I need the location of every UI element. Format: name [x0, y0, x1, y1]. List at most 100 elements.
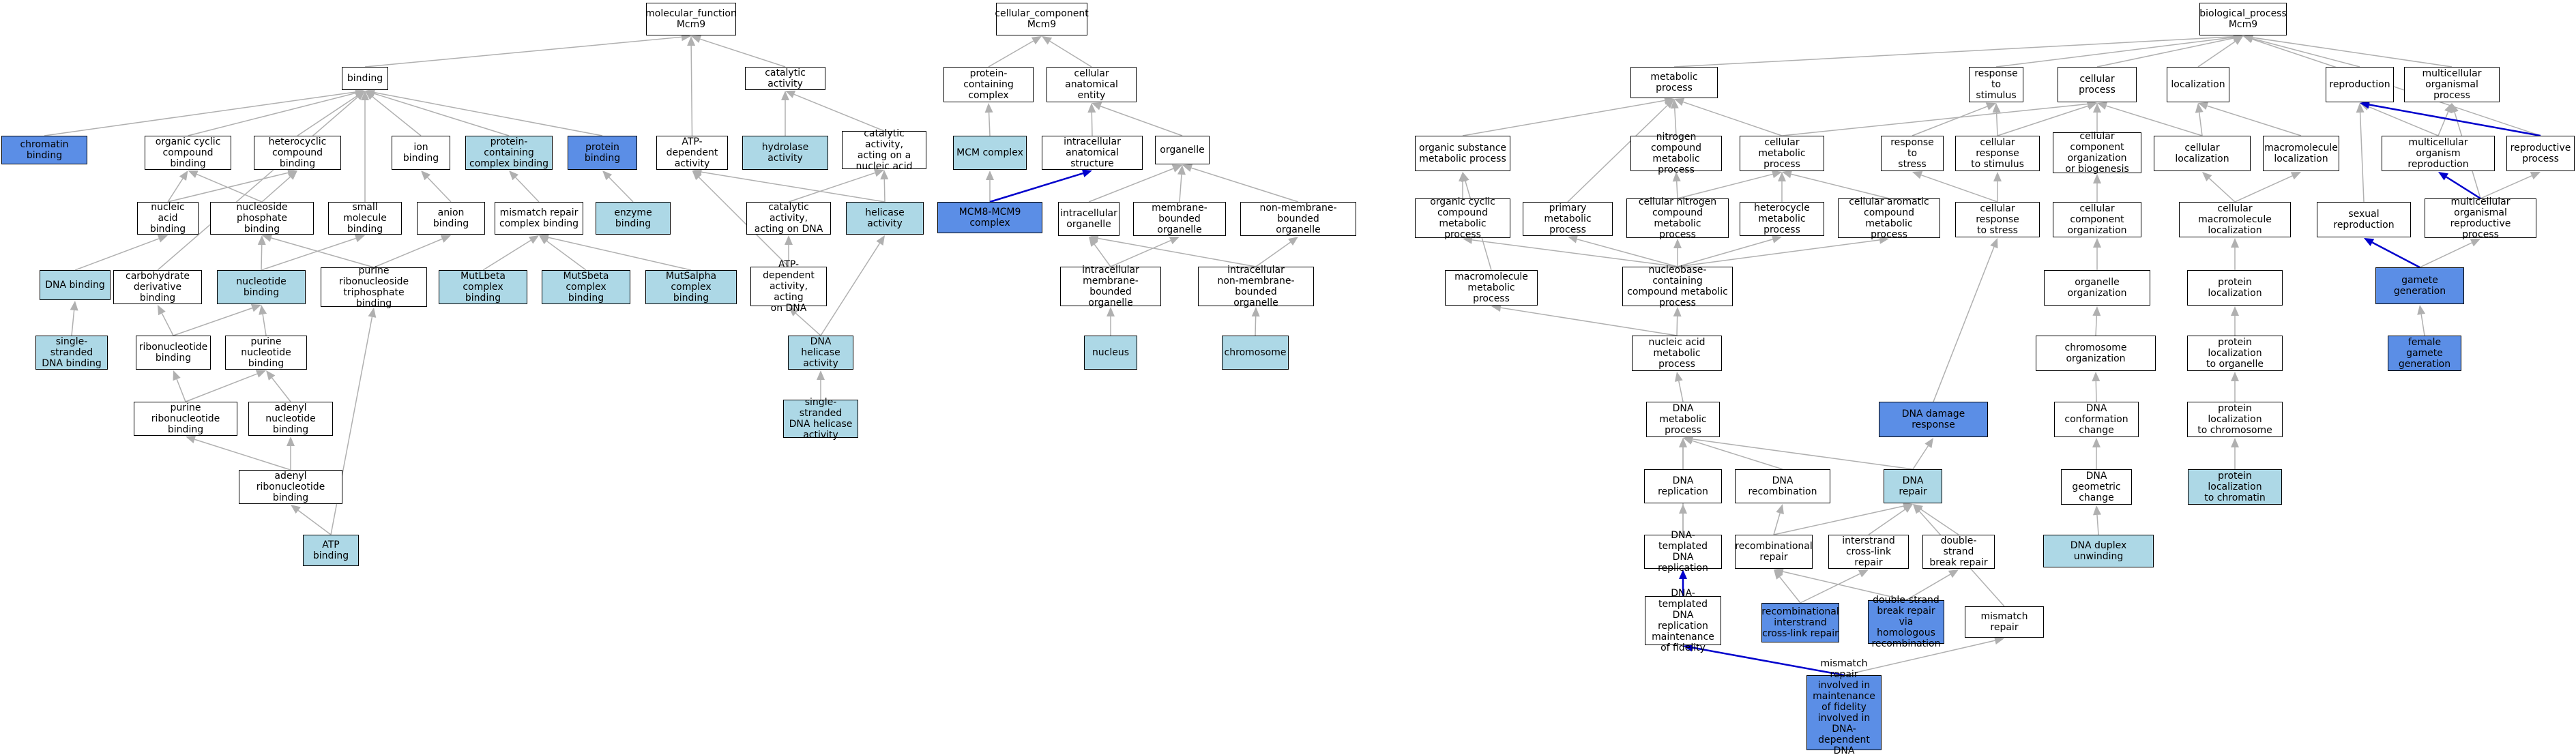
node-cellular-response-to-stress[interactable]: cellular response to stress	[1955, 202, 2040, 237]
node-heterocyclic-compound-binding[interactable]: heterocyclic compound binding	[254, 136, 341, 170]
node-atp-dependent-activity-dna[interactable]: ATP-dependent activity, acting on DNA	[750, 259, 827, 314]
node-catalytic-activity-dna[interactable]: catalytic activity, acting on DNA	[746, 202, 831, 235]
node-nucleic-acid-metabolic-process[interactable]: nucleic acid metabolic process	[1632, 336, 1722, 371]
node-macromolecule-localization[interactable]: macromolecule localization	[2263, 136, 2339, 171]
node-catalytic-activity[interactable]: catalytic activity	[745, 67, 825, 90]
node-dna-helicase-activity[interactable]: DNA helicase activity	[788, 336, 853, 370]
node-single-stranded-dna-binding[interactable]: single-stranded DNA binding	[35, 336, 108, 370]
node-purine-ribonucleotide-binding[interactable]: purine ribonucleotide binding	[134, 402, 237, 436]
node-protein-localization-to-chromatin[interactable]: protein localization to chromatin	[2188, 469, 2282, 505]
node-purine-nucleotide-binding[interactable]: purine nucleotide binding	[225, 336, 307, 370]
node-dsb-repair-homologous-recombination[interactable]: double-strand break repair via homologou…	[1868, 595, 1944, 649]
node-reproduction[interactable]: reproduction	[2326, 67, 2394, 102]
node-mutsalpha-complex-binding[interactable]: MutSalpha complex binding	[645, 270, 737, 304]
node-response-to-stress[interactable]: response to stress	[1881, 136, 1944, 171]
node-nucleic-acid-binding[interactable]: nucleic acid binding	[137, 202, 199, 235]
node-dna-damage-response[interactable]: DNA damage response	[1879, 402, 1988, 437]
node-multicellular-organism-reproduction[interactable]: multicellular organism reproduction	[2382, 136, 2495, 171]
node-molecular-function[interactable]: molecular_function Mcm9	[645, 3, 737, 35]
node-protein-containing-complex-binding[interactable]: protein-containing complex binding	[465, 136, 553, 170]
node-organic-substance-metabolic-process[interactable]: organic substance metabolic process	[1415, 136, 1510, 171]
node-intracellular-anatomical-structure[interactable]: intracellular anatomical structure	[1042, 136, 1143, 170]
node-mismatch-repair[interactable]: mismatch repair	[1965, 606, 2044, 638]
node-dna-conformation-change[interactable]: DNA conformation change	[2054, 402, 2139, 437]
node-helicase-activity[interactable]: helicase activity	[846, 202, 924, 235]
node-ribonucleotide-binding[interactable]: ribonucleotide binding	[136, 336, 211, 370]
node-dna-repair[interactable]: DNA repair	[1884, 469, 1942, 503]
node-atp-binding[interactable]: ATP binding	[303, 535, 359, 566]
node-dna-templated-replication-fidelity[interactable]: DNA-templated DNA replication maintenanc…	[1645, 588, 1721, 653]
node-cellular-component[interactable]: cellular_component Mcm9	[995, 3, 1089, 35]
node-female-gamete-generation[interactable]: female gamete generation	[2388, 336, 2461, 371]
node-anion-binding[interactable]: anion binding	[417, 202, 485, 235]
node-reproductive-process[interactable]: reproductive process	[2506, 136, 2575, 171]
node-localization[interactable]: localization	[2167, 67, 2229, 102]
node-cellular-macromolecule-localization[interactable]: cellular macromolecule localization	[2179, 202, 2291, 237]
node-cellular-nitrogen-compound-metabolic-process[interactable]: cellular nitrogen compound metabolic pro…	[1626, 196, 1729, 240]
node-protein-localization-to-chromosome[interactable]: protein localization to chromosome	[2187, 402, 2283, 437]
node-recombinational-interstrand-cross-link-repair[interactable]: recombinational interstrand cross-link r…	[1761, 603, 1839, 642]
node-recombinational-repair[interactable]: recombinational repair	[1735, 535, 1813, 569]
node-purine-ribonucleoside-triphosphate-binding[interactable]: purine ribonucleoside triphosphate bindi…	[321, 265, 427, 309]
node-organelle[interactable]: organelle	[1155, 136, 1210, 164]
node-cellular-process[interactable]: cellular process	[2058, 67, 2137, 102]
node-organelle-organization[interactable]: organelle organization	[2044, 270, 2150, 306]
node-protein-binding[interactable]: protein binding	[568, 136, 637, 170]
node-primary-metabolic-process[interactable]: primary metabolic process	[1523, 202, 1613, 236]
node-cellular-localization[interactable]: cellular localization	[2154, 136, 2251, 171]
node-organic-cyclic-compound-metabolic-process[interactable]: organic cyclic compound metabolic proces…	[1415, 196, 1510, 240]
node-gamete-generation[interactable]: gamete generation	[2375, 267, 2464, 304]
node-chromosome-organization[interactable]: chromosome organization	[2036, 336, 2156, 371]
node-protein-localization-to-organelle[interactable]: protein localization to organelle	[2187, 336, 2283, 371]
node-response-to-stimulus[interactable]: response to stimulus	[1969, 67, 2023, 102]
node-ion-binding[interactable]: ion binding	[392, 136, 450, 170]
node-cellular-anatomical-entity[interactable]: cellular anatomical entity	[1046, 67, 1137, 102]
node-chromatin-binding[interactable]: chromatin binding	[1, 136, 87, 164]
node-adenyl-nucleotide-binding[interactable]: adenyl nucleotide binding	[248, 402, 333, 436]
node-macromolecule-metabolic-process[interactable]: macromolecule metabolic process	[1445, 270, 1538, 306]
node-enzyme-binding[interactable]: enzyme binding	[596, 202, 671, 235]
node-heterocycle-metabolic-process[interactable]: heterocycle metabolic process	[1740, 202, 1824, 236]
node-non-membrane-bounded-organelle[interactable]: non-membrane-bounded organelle	[1240, 202, 1356, 236]
node-dna-geometric-change[interactable]: DNA geometric change	[2061, 469, 2132, 505]
node-sexual-reproduction[interactable]: sexual reproduction	[2317, 202, 2411, 237]
node-nitrogen-compound-metabolic-process[interactable]: nitrogen compound metabolic process	[1630, 132, 1722, 175]
node-protein-localization[interactable]: protein localization	[2187, 270, 2283, 306]
node-small-molecule-binding[interactable]: small molecule binding	[328, 202, 402, 235]
node-single-stranded-dna-helicase-activity[interactable]: single-stranded DNA helicase activity	[783, 397, 858, 441]
node-cellular-component-organization-or-biogenesis[interactable]: cellular component organization or bioge…	[2053, 131, 2141, 175]
node-dna-templated-dna-replication[interactable]: DNA-templated DNA replication	[1644, 530, 1722, 574]
node-adenyl-ribonucleotide-binding[interactable]: adenyl ribonucleotide binding	[239, 470, 342, 504]
node-multicellular-organismal-reproductive-process[interactable]: multicellular organismal reproductive pr…	[2425, 196, 2536, 240]
node-intracellular-non-membrane-bounded-organelle[interactable]: intracellular non-membrane-bounded organ…	[1198, 265, 1314, 308]
node-double-strand-break-repair[interactable]: double-strand break repair	[1922, 535, 1995, 569]
node-cellular-metabolic-process[interactable]: cellular metabolic process	[1740, 136, 1824, 171]
node-dna-metabolic-process[interactable]: DNA metabolic process	[1646, 402, 1720, 437]
node-mismatch-repair-complex-binding[interactable]: mismatch repair complex binding	[495, 202, 583, 235]
node-hydrolase-activity[interactable]: hydrolase activity	[742, 136, 828, 170]
node-cellular-aromatic-compound-metabolic-process[interactable]: cellular aromatic compound metabolic pro…	[1838, 196, 1940, 240]
node-chromosome[interactable]: chromosome	[1222, 336, 1289, 370]
node-mcm8-mcm9-complex[interactable]: MCM8-MCM9 complex	[937, 202, 1042, 233]
node-carbohydrate-derivative-binding[interactable]: carbohydrate derivative binding	[113, 270, 202, 304]
node-mutlbeta-complex-binding[interactable]: MutLbeta complex binding	[439, 270, 527, 304]
node-cellular-component-organization[interactable]: cellular component organization	[2053, 202, 2141, 237]
node-biological-process[interactable]: biological_process Mcm9	[2199, 3, 2287, 35]
node-mcm-complex[interactable]: MCM complex	[953, 136, 1027, 170]
node-interstrand-cross-link-repair[interactable]: interstrand cross-link repair	[1828, 535, 1909, 569]
node-nucleotide-binding[interactable]: nucleotide binding	[217, 270, 306, 304]
node-dna-duplex-unwinding[interactable]: DNA duplex unwinding	[2043, 535, 2154, 567]
node-catalytic-activity-nucleic-acid[interactable]: catalytic activity, acting on a nucleic …	[842, 128, 926, 172]
node-binding[interactable]: binding	[342, 67, 388, 90]
node-multicellular-organismal-process[interactable]: multicellular organismal process	[2404, 67, 2500, 102]
node-nucleoside-phosphate-binding[interactable]: nucleoside phosphate binding	[210, 202, 314, 235]
node-intracellular-organelle[interactable]: intracellular organelle	[1058, 202, 1119, 236]
node-dna-replication[interactable]: DNA replication	[1644, 469, 1722, 503]
node-dna-recombination[interactable]: DNA recombination	[1735, 469, 1830, 503]
node-mismatch-repair-fidelity-dna-replication[interactable]: mismatch repair involved in maintenance …	[1806, 658, 1882, 755]
node-organic-cyclic-compound-binding[interactable]: organic cyclic compound binding	[145, 136, 231, 170]
node-nucleobase-containing-compound-metabolic-process[interactable]: nucleobase-containing compound metabolic…	[1622, 265, 1733, 308]
node-metabolic-process[interactable]: metabolic process	[1630, 67, 1718, 98]
node-nucleus[interactable]: nucleus	[1084, 336, 1137, 370]
node-atp-dependent-activity[interactable]: ATP-dependent activity	[656, 136, 728, 170]
